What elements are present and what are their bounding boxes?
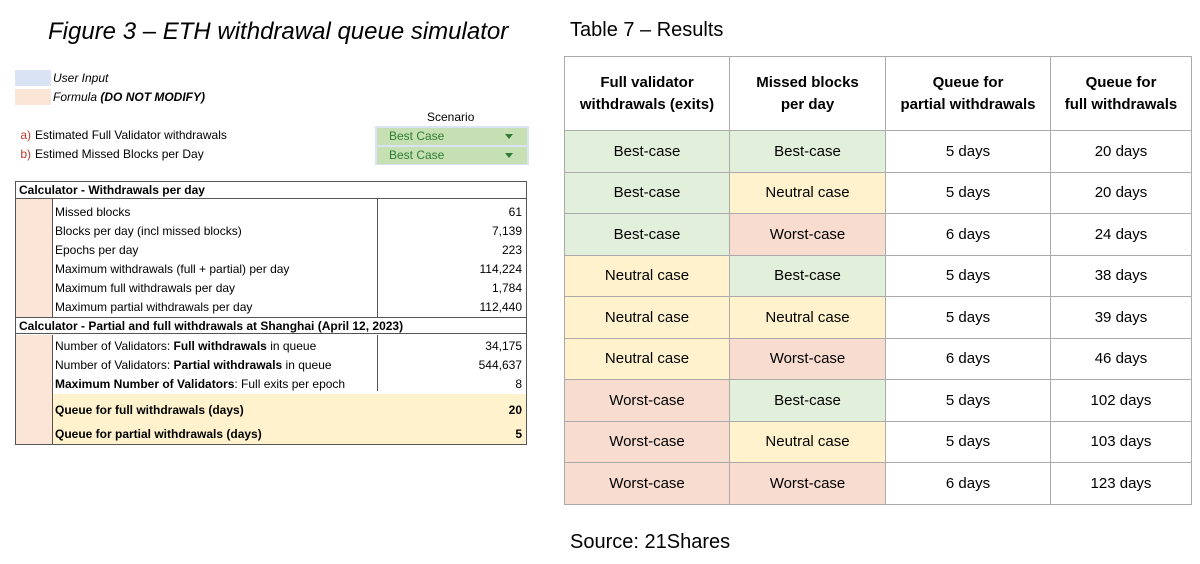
cell-missed-blocks: Best-case [729,379,886,422]
cell-full-validator: Worst-case [564,420,730,463]
calc-row: Number of Validators: Full withdrawals i… [55,339,522,353]
calc-row: Blocks per day (incl missed blocks)7,139 [55,224,522,238]
source-note: Source: 21Shares [570,531,731,553]
cell-partial-queue: 6 days [885,213,1051,256]
divider [377,199,378,318]
cell-full-queue: 20 days [1050,171,1192,214]
cell-missed-blocks: Worst-case [729,462,886,505]
cell-full-queue: 38 days [1050,254,1192,297]
calc-row: Number of Validators: Partial withdrawal… [55,358,522,372]
result-full-queue: Queue for full withdrawals (days)20 [53,394,526,421]
cell-full-validator: Worst-case [564,379,730,422]
cell-partial-queue: 5 days [885,254,1051,297]
cell-missed-blocks: Neutral case [729,296,886,339]
calc-row: Maximum withdrawals (full + partial) per… [55,262,522,276]
cell-partial-queue: 5 days [885,420,1051,463]
cell-partial-queue: 5 days [885,130,1051,173]
cell-missed-blocks: Worst-case [729,213,886,256]
cell-missed-blocks: Worst-case [729,337,886,380]
cell-missed-blocks: Best-case [729,254,886,297]
scenario-header: Scenario [427,110,475,124]
section2-title: Calculator - Partial and full withdrawal… [16,317,526,334]
input-row-full-validator: a)Estimated Full Validator withdrawals [20,128,227,142]
cell-full-validator: Best-case [564,130,730,173]
calc-row: Maximum Number of Validators: Full exits… [55,377,522,391]
divider [377,335,378,391]
cell-full-validator: Neutral case [564,254,730,297]
cell-full-queue: 102 days [1050,379,1192,422]
result-partial-queue: Queue for partial withdrawals (days)5 [53,421,526,444]
missed-blocks-dropdown[interactable]: Best Case [377,147,527,164]
cell-partial-queue: 6 days [885,462,1051,505]
user-input-swatch [15,70,51,86]
formula-strip [16,199,53,318]
cell-full-queue: 123 days [1050,462,1192,505]
cell-full-queue: 46 days [1050,337,1192,380]
formula-swatch [15,89,51,105]
cell-partial-queue: 5 days [885,379,1051,422]
cell-full-queue: 39 days [1050,296,1192,339]
cell-full-validator: Best-case [564,171,730,214]
section1-title: Calculator - Withdrawals per day [16,182,526,199]
cell-full-validator: Worst-case [564,462,730,505]
figure-title: Figure 3 – ETH withdrawal queue simulato… [48,18,509,45]
user-input-legend: User Input [53,71,109,85]
table-title: Table 7 – Results [570,19,724,41]
cell-missed-blocks: Best-case [729,130,886,173]
cell-missed-blocks: Neutral case [729,171,886,214]
cell-full-queue: 20 days [1050,130,1192,173]
chevron-down-icon [505,134,513,139]
formula-strip [16,335,53,444]
cell-partial-queue: 6 days [885,337,1051,380]
cell-missed-blocks: Neutral case [729,420,886,463]
cell-partial-queue: 5 days [885,171,1051,214]
calculator-panel: Calculator - Withdrawals per day Missed … [15,181,527,445]
cell-full-queue: 24 days [1050,213,1192,256]
input-row-missed-blocks: b)Estimed Missed Blocks per Day [20,147,204,161]
cell-full-validator: Neutral case [564,296,730,339]
cell-full-queue: 103 days [1050,420,1192,463]
formula-legend: Formula (DO NOT MODIFY) [53,90,206,104]
cell-full-validator: Neutral case [564,337,730,380]
full-validator-dropdown[interactable]: Best Case [377,128,527,145]
cell-full-validator: Best-case [564,213,730,256]
chevron-down-icon [505,153,513,158]
cell-partial-queue: 5 days [885,296,1051,339]
